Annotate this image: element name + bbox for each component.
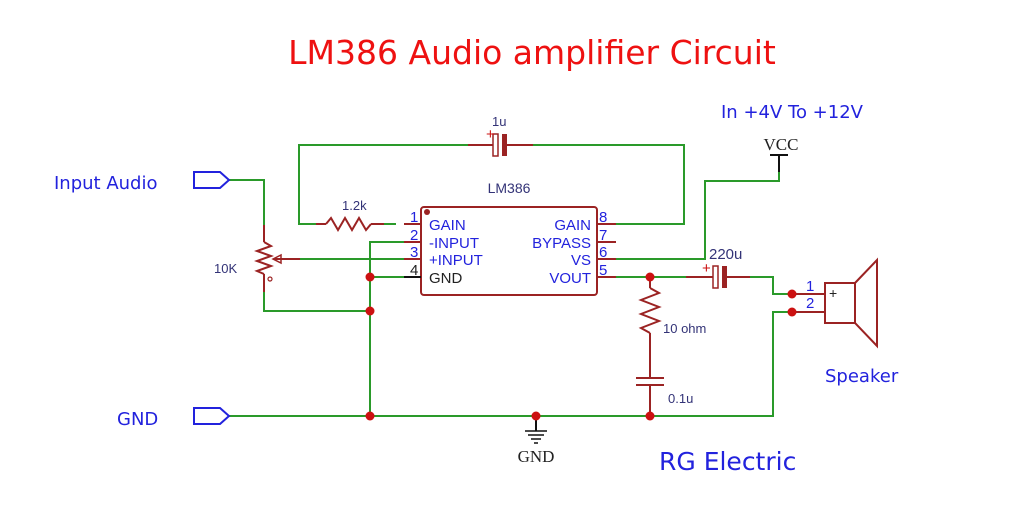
output-cap-polarity: + [702,260,711,277]
junction-dot [365,411,375,421]
gnd-symbol-label: GND [518,447,555,466]
capacitor-gain[interactable] [468,133,533,157]
junction-dot [787,289,797,299]
wires [229,144,792,417]
speaker-body [824,282,856,324]
wire-pin2-gnd [369,241,404,416]
port-input-audio-label: Input Audio [54,173,158,194]
ic-pin-number: 3 [410,244,418,261]
gnd-port[interactable] [193,407,231,425]
ic-pin-number: 2 [410,227,418,244]
resistor-gain[interactable] [316,216,384,232]
ic-pin-name: VOUT [549,270,591,287]
ic-pin-name: GAIN [554,217,591,234]
junction-dot [787,307,797,317]
zobel-cap-value: 0.1u [668,391,693,406]
speaker-pin-number: 1 [806,278,814,295]
ic-pin-number: 6 [599,244,607,261]
ic-body [420,206,598,296]
ic-pin1-marker [424,209,430,215]
ground-symbol [525,416,547,444]
speaker-cone [854,257,878,349]
gain-resistor-value: 1.2k [342,198,367,213]
junction-dot [365,272,375,282]
wire-gain-loop-left [298,144,468,225]
input-audio-port[interactable] [193,171,231,189]
diagram-title: LM386 Audio amplifier Circuit [288,33,776,72]
potentiometer[interactable] [254,225,300,292]
ic-pin-name: GAIN [429,217,466,234]
junction-dot [531,411,541,421]
ic-pin-number: 4 [410,262,418,279]
ic-pin-name: BYPASS [532,235,591,252]
ic-pin-number: 8 [599,209,607,226]
ic-pin-number: 5 [599,262,607,279]
port-gnd-label: GND [117,409,158,430]
potentiometer-zigzag [254,241,274,275]
ic-pin-name: GND [429,270,463,287]
gain-cap-polarity: + [486,126,495,143]
zobel-resistor-value: 10 ohm [663,321,706,336]
pot-value: 10K [214,261,237,276]
capacitor-zobel[interactable] [636,377,664,416]
speaker-label: Speaker [825,366,899,387]
vcc-label: VCC [764,135,799,154]
brand-label: RG Electric [659,447,796,476]
ic-pin-number: 1 [410,209,418,226]
wire-vcc [616,172,780,260]
pot-wiper-arrow [271,253,282,265]
output-cap-value: 220u [709,246,742,263]
wire-gain-loop-right [533,144,685,225]
wire-pot-bottom [263,292,370,312]
speaker-polarity: + [829,285,837,301]
junction-dot [645,272,655,282]
ic-name: LM386 [488,180,531,196]
wire-input-audio [229,179,265,225]
supply-range-note: In +4V To +12V [721,102,864,123]
ic-pin-name: VS [571,252,591,269]
ic-pin-name: +INPUT [429,252,483,269]
wire-speaker-pos [750,276,792,295]
pot-end-marker [267,276,273,282]
speaker-pin-number: 2 [806,295,814,312]
lm386-ic[interactable] [404,206,616,296]
wire-ground-bus [229,311,792,417]
ic-pin-number: 7 [599,227,607,244]
junction-dot [365,306,375,316]
resistor-zobel[interactable] [638,277,662,378]
junction-dot [645,411,655,421]
capacitor-output[interactable] [686,265,750,289]
speaker[interactable] [792,257,878,349]
ic-pin-name: -INPUT [429,235,479,252]
vcc-symbol [770,154,788,172]
gain-cap-value: 1u [492,114,506,129]
